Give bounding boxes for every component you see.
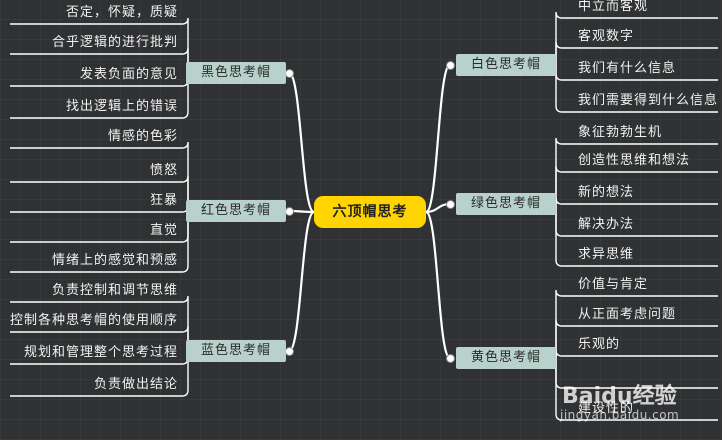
right-branch-0-item-1[interactable]: 客观数字 bbox=[578, 29, 635, 44]
right-branch-2-item-2[interactable]: 乐观的 bbox=[578, 337, 621, 352]
right-branch-0-item-3-line bbox=[555, 65, 718, 113]
left-branch-2-item-1[interactable]: 控制各种思考帽的使用顺序 bbox=[9, 313, 178, 328]
right-branch-0-item-3[interactable]: 我们需要得到什么信息 bbox=[578, 93, 719, 108]
left-branch-1-item-0-line bbox=[10, 141, 189, 211]
right-branch-1-item-1[interactable]: 创造性思维和想法 bbox=[578, 153, 691, 168]
right-branch-1-item-4[interactable]: 求异思维 bbox=[578, 247, 635, 262]
left-branch-1-item-1-line bbox=[10, 175, 189, 211]
left-branch-1-item-4-line bbox=[10, 211, 189, 273]
left-branch-2-item-1-line bbox=[10, 325, 189, 351]
left-branch-0-item-0[interactable]: 否定，怀疑，质疑 bbox=[65, 5, 178, 20]
right-branch-0-label[interactable]: 白色思考帽 bbox=[456, 54, 556, 76]
left-branch-1-item-2[interactable]: 狂暴 bbox=[149, 193, 178, 208]
right-branch-1-item-1-line bbox=[555, 165, 718, 204]
left-branch-0-item-1[interactable]: 合乎逻辑的进行批判 bbox=[51, 35, 178, 50]
left-branch-2-item-2[interactable]: 规划和管理整个思考过程 bbox=[23, 345, 178, 360]
right-branch-1-item-3[interactable]: 解决办法 bbox=[578, 217, 635, 232]
right-branch-2-label[interactable]: 黄色思考帽 bbox=[456, 347, 556, 369]
left-branch-2-item-0[interactable]: 负责控制和调节思维 bbox=[51, 283, 178, 298]
left-branch-1-item-0[interactable]: 情感的色彩 bbox=[107, 129, 178, 144]
right-branch-1-item-2-line bbox=[555, 197, 718, 205]
left-branch-0-item-1-line bbox=[10, 47, 189, 73]
right-branch-2-item-1-line bbox=[555, 319, 718, 358]
right-branch-2-item-4[interactable]: 建设性的 bbox=[578, 401, 635, 416]
left-branch-0-label[interactable]: 黑色思考帽 bbox=[186, 62, 286, 84]
right-branch-2-item-0-line bbox=[555, 289, 718, 358]
right-branch-2-item-2-line bbox=[555, 349, 718, 358]
left-branch-1-item-3[interactable]: 直觉 bbox=[149, 223, 178, 238]
left-branch-0-item-0-line bbox=[10, 17, 189, 73]
right-branch-1-item-0[interactable]: 象征勃勃生机 bbox=[578, 125, 663, 140]
right-branch-curve-0 bbox=[424, 63, 452, 214]
right-branch-1-item-0-line bbox=[555, 137, 718, 204]
left-branch-curve-2 bbox=[287, 210, 316, 353]
left-branch-0-item-2[interactable]: 发表负面的意见 bbox=[79, 67, 178, 82]
right-branch-2-item-0[interactable]: 价值与肯定 bbox=[578, 277, 649, 292]
watermark: Baidu经验 jingyan.baidu.com bbox=[560, 376, 710, 432]
left-branch-1-label[interactable]: 红色思考帽 bbox=[186, 200, 286, 222]
watermark-logo: Baidu经验 bbox=[562, 384, 677, 409]
right-branch-2-toggle-dot[interactable] bbox=[445, 353, 455, 363]
right-branch-1-toggle-dot[interactable] bbox=[445, 199, 455, 209]
watermark-url: jingyan.baidu.com bbox=[560, 408, 680, 422]
right-branch-1-label[interactable]: 绿色思考帽 bbox=[456, 193, 556, 215]
right-branch-0-toggle-dot[interactable] bbox=[445, 60, 455, 70]
left-branch-2-item-3-line bbox=[10, 351, 189, 397]
left-branch-2-item-3[interactable]: 负责做出结论 bbox=[93, 377, 178, 392]
left-branch-1-item-1[interactable]: 愤怒 bbox=[149, 163, 178, 178]
right-branch-2-item-1[interactable]: 从正面考虑问题 bbox=[578, 307, 677, 322]
right-branch-0-item-1-line bbox=[555, 41, 718, 65]
central-topic[interactable]: 六顶帽思考 bbox=[314, 196, 426, 228]
left-branch-2-label[interactable]: 蓝色思考帽 bbox=[186, 340, 286, 362]
right-branch-1-item-4-line bbox=[555, 204, 718, 267]
right-branch-0-item-0[interactable]: 中立而客观 bbox=[578, 0, 649, 14]
right-branch-2-item-4-line bbox=[555, 358, 718, 421]
right-branch-0-item-0-line bbox=[555, 11, 718, 65]
left-branch-0-item-3-line bbox=[10, 73, 189, 119]
left-branch-2-item-0-line bbox=[10, 295, 189, 351]
right-branch-0-item-2[interactable]: 我们有什么信息 bbox=[578, 61, 677, 76]
left-branch-1-item-4[interactable]: 情绪上的感觉和预感 bbox=[51, 253, 178, 268]
right-branch-curve-2 bbox=[424, 210, 452, 360]
right-branch-1-item-2[interactable]: 新的想法 bbox=[578, 185, 635, 200]
left-branch-0-item-3[interactable]: 找出逻辑上的错误 bbox=[65, 99, 178, 114]
left-branch-curve-0 bbox=[287, 71, 316, 214]
